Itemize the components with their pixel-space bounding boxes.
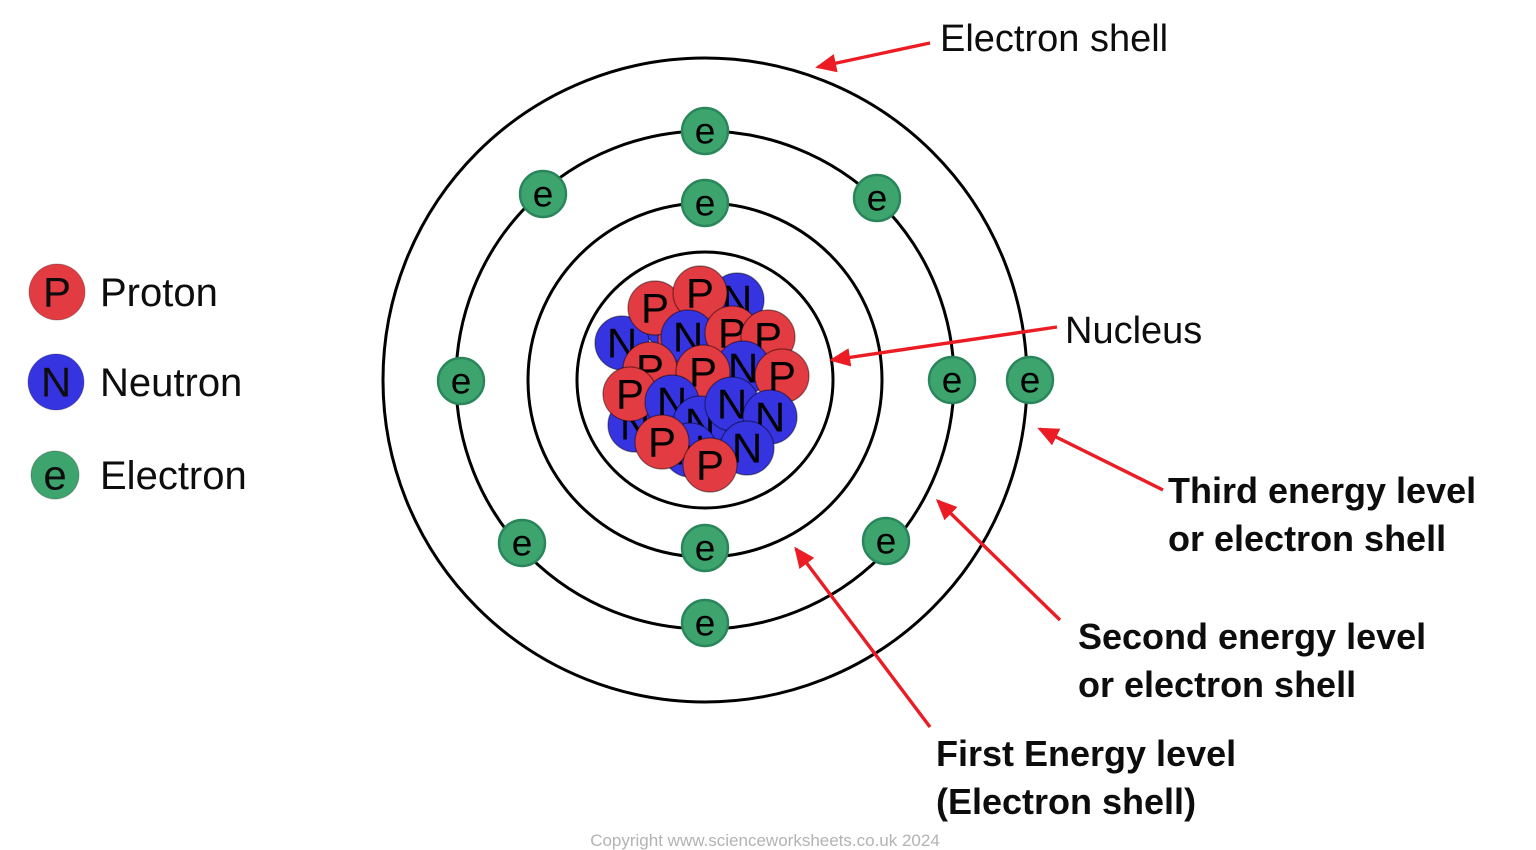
label-nucleus: Nucleus (1065, 310, 1202, 352)
nucleus-arrow (829, 325, 1058, 367)
proton-particle: P (672, 265, 728, 321)
electron-letter: e (695, 528, 716, 569)
electron-icon (30, 450, 80, 500)
electron-shell-arrow (815, 41, 931, 73)
legend-label-neutron: Neutron (100, 361, 242, 405)
electron-letter: e (876, 521, 897, 562)
electron-circle (680, 178, 730, 228)
electron-symbol-letter: e (43, 452, 66, 499)
third-energy-level-arrow (1037, 427, 1164, 492)
electron-circle (927, 355, 977, 405)
electron-circle (680, 598, 730, 648)
label-third-energy-level-line2: or electron shell (1168, 518, 1446, 559)
first-energy-level-arrow (794, 546, 932, 729)
annotation-arrows (794, 41, 1164, 729)
electron-particle: e (497, 518, 547, 568)
electron-particle: e (852, 173, 902, 223)
particle-letter: N (717, 381, 747, 428)
copyright-text: Copyright www.scienceworksheets.co.uk 20… (590, 831, 940, 850)
proton-particle: P (602, 366, 658, 422)
electron-circle (497, 518, 547, 568)
proton-circle (634, 414, 690, 470)
legend-label-proton: Proton (100, 271, 218, 315)
electron-particle: e (680, 178, 730, 228)
label-first-energy-level-line2: (Electron shell) (936, 781, 1196, 822)
electron-particle: e (927, 355, 977, 405)
electron-particle: e (861, 516, 911, 566)
legend-item-electron: e Electron (30, 450, 247, 500)
label-second-energy-level-line2: or electron shell (1078, 664, 1356, 705)
electron-letter: e (867, 178, 888, 219)
electron-circle (436, 356, 486, 406)
electron-circle (680, 523, 730, 573)
proton-circle (682, 437, 738, 493)
electron-letter: e (451, 361, 472, 402)
electron-circle (1005, 355, 1055, 405)
label-first-energy-level-line1: First Energy level (936, 733, 1236, 774)
electron-letter: e (942, 360, 963, 401)
electron-particle: e (436, 356, 486, 406)
particle-letter: P (641, 285, 669, 332)
proton-icon (28, 263, 86, 321)
nucleus: NPNPNPNPPNPPPNPNNNNNPNP (575, 250, 835, 510)
electron-circle (861, 516, 911, 566)
proton-particle: P (634, 414, 690, 470)
electron-letter: e (695, 111, 716, 152)
electron-letter: e (1020, 360, 1041, 401)
electron-letter: e (512, 523, 533, 564)
particle-letter: P (616, 371, 644, 418)
particle-letter: P (686, 270, 714, 317)
proton-particle: P (682, 437, 738, 493)
electron-particle: e (680, 106, 730, 156)
electron-letter: e (533, 174, 554, 215)
neutron-symbol-letter: N (41, 359, 71, 406)
electron-particle: e (680, 523, 730, 573)
proton-symbol-letter: P (43, 269, 71, 316)
label-second-energy-level-line1: Second energy level (1078, 616, 1426, 657)
particle-letter: P (648, 419, 676, 466)
legend-label-electron: Electron (100, 454, 247, 498)
neutron-icon (27, 353, 85, 411)
label-electron-shell: Electron shell (940, 18, 1168, 60)
electron-circle (852, 173, 902, 223)
electron-particle: e (680, 598, 730, 648)
electron-particle: e (1005, 355, 1055, 405)
second-energy-level-arrow (935, 498, 1062, 622)
legend-item-neutron: N Neutron (27, 353, 242, 411)
nucleus-boundary-circle (575, 250, 835, 510)
electron-circle (518, 169, 568, 219)
electron-letter: e (695, 603, 716, 644)
legend: P Proton N Neutron e Electron (27, 263, 247, 500)
electron-particle: e (518, 169, 568, 219)
electron-circle (680, 106, 730, 156)
particle-letter: P (696, 442, 724, 489)
electron-letter: e (695, 183, 716, 224)
legend-item-proton: P Proton (28, 263, 218, 321)
label-third-energy-level-line1: Third energy level (1168, 470, 1476, 511)
